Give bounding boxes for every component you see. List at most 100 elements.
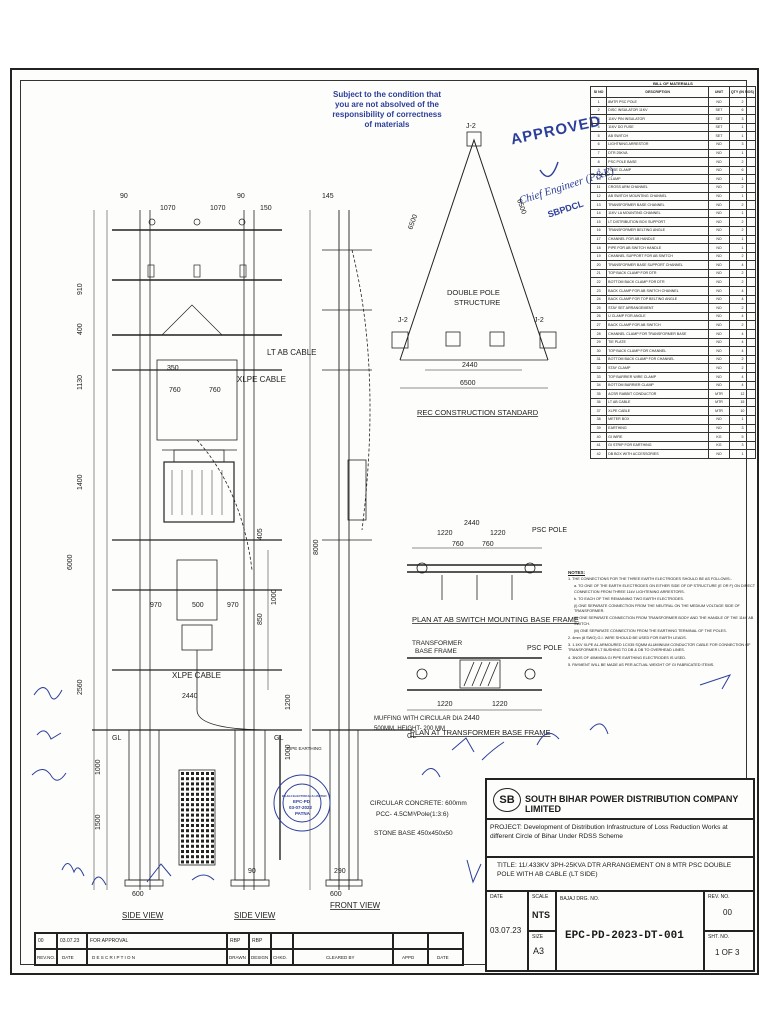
dim-600-a: 600 xyxy=(132,891,144,898)
sheet-no-label: SHT. NO. xyxy=(708,934,730,940)
mesh-cell xyxy=(196,829,199,833)
mesh-cell xyxy=(196,792,199,796)
mesh-cell xyxy=(201,792,204,796)
mesh-cell xyxy=(181,829,184,833)
mesh-cell xyxy=(186,834,189,838)
mesh-cell xyxy=(186,824,189,827)
mesh-cell xyxy=(186,777,189,781)
label-structure: STRUCTURE xyxy=(454,298,500,307)
mesh-cell xyxy=(211,777,214,781)
mesh-cell xyxy=(191,818,194,822)
mesh-cell xyxy=(186,813,189,817)
mesh-cell xyxy=(206,834,209,838)
mesh-cell xyxy=(186,860,189,864)
mesh-cell xyxy=(191,792,194,796)
note-item: (iii) ONE SEPARATE CONNECTION FROM THE E… xyxy=(574,628,727,633)
mesh-cell xyxy=(181,772,184,775)
mesh-cell xyxy=(186,808,189,812)
mesh-cell xyxy=(196,803,199,807)
bom-title: BILL OF MATERIALS xyxy=(653,81,693,86)
dim-1000-c: 1000 xyxy=(271,589,278,605)
company-name: SOUTH BIHAR POWER DISTRIBUTION COMPANY L… xyxy=(525,794,739,814)
mesh-cell xyxy=(206,772,209,775)
bom-header-qty: QTY (IN NOS) xyxy=(728,86,757,98)
mesh-cell xyxy=(186,850,189,853)
mesh-cell xyxy=(196,855,199,859)
dim-1000: 1000 xyxy=(95,759,102,775)
mesh-cell xyxy=(211,818,214,822)
label-gl-3: GL xyxy=(407,733,416,740)
mesh-cell xyxy=(191,839,194,843)
label-j2-right: J-2 xyxy=(534,317,544,324)
company-logo: SB xyxy=(493,788,521,812)
dim-6000: 6000 xyxy=(67,554,74,570)
mesh-cell xyxy=(186,782,189,786)
mesh-cell xyxy=(201,839,204,843)
mesh-cell xyxy=(201,808,204,812)
rev-date2-empty xyxy=(428,933,463,949)
mesh-cell xyxy=(211,803,214,807)
dim-910: 910 xyxy=(77,283,84,295)
mesh-cell xyxy=(206,818,209,822)
mesh-cell xyxy=(196,834,199,838)
mesh-cell xyxy=(201,803,204,807)
dim-1070-a: 1070 xyxy=(160,205,176,212)
mesh-cell xyxy=(191,813,194,817)
bom-header-row: SI NO DESCRIPTION UNIT QTY (IN NOS) xyxy=(589,86,757,98)
mesh-cell xyxy=(181,860,184,864)
engineering-drawing: 90 90 1070 1070 150 145 350 760 760 970 … xyxy=(31,123,732,920)
mesh-cell xyxy=(181,844,184,848)
rev-header-cleared: CLEARED BY xyxy=(293,949,393,965)
mesh-cell xyxy=(196,860,199,864)
label-double-pole: DOUBLE POLE xyxy=(447,288,500,297)
seal-line-1: BAJAJ ELECTRICALS LIMITED xyxy=(282,794,327,798)
mesh-cell xyxy=(201,829,204,833)
scale-label: SCALE xyxy=(532,894,549,900)
dim-1200: 1200 xyxy=(285,694,292,710)
mesh-cell xyxy=(206,787,209,791)
dim-1130: 1130 xyxy=(77,375,84,390)
note-item: (i) ONE SEPARATE CONNECTION FROM THE NEU… xyxy=(574,604,740,614)
note-item: (ii) ONE SEPARATE CONNECTION FROM TRANSF… xyxy=(574,616,754,626)
project-description: PROJECT: Development of Distribution Inf… xyxy=(486,819,754,857)
rev-chkd-empty xyxy=(271,933,293,949)
dim-760-b: 760 xyxy=(209,387,221,394)
mesh-cell xyxy=(206,792,209,796)
dim-1220-tf-a: 1220 xyxy=(437,701,453,708)
mesh-cell xyxy=(191,803,194,807)
label-front-view: FRONT VIEW xyxy=(330,901,381,910)
dim-6500-bottom: 6500 xyxy=(460,380,476,387)
mesh-cell xyxy=(211,844,214,848)
seal-line-4: PATNA xyxy=(295,811,311,816)
mesh-cell xyxy=(186,772,189,775)
approval-stamp-note: Subject to the condition that you are no… xyxy=(332,90,442,130)
scale-value: NTS xyxy=(532,910,550,920)
mesh-cell xyxy=(201,855,204,859)
drawing-number: EPC-PD-2023-DT-001 xyxy=(565,930,684,942)
dim-6500-right: 6500 xyxy=(515,198,527,215)
notes-title: NOTES: xyxy=(568,570,586,575)
company-row: SB SOUTH BIHAR POWER DISTRIBUTION COMPAN… xyxy=(486,779,754,819)
mesh-cell xyxy=(196,787,199,791)
mesh-cell xyxy=(211,855,214,859)
mesh-cell xyxy=(196,808,199,812)
rev-no-cell: REV. NO. 00 xyxy=(704,891,754,931)
dim-1000-b: 1000 xyxy=(285,744,292,760)
dim-760-ab-a: 760 xyxy=(452,541,464,548)
label-plan-transformer: PLAN AT TRANSFORMER BASE FRAME xyxy=(410,728,550,737)
bom-description: DB BOX WITH ACCESSORIES xyxy=(606,449,710,459)
mesh-cell xyxy=(191,787,194,791)
seal-line-2: EPC-PD xyxy=(293,799,311,804)
label-plan-ab-switch: PLAN AT AB SWITCH MOUNTING BASE FRAME xyxy=(412,615,579,624)
dim-8000: 8000 xyxy=(313,539,320,555)
mesh-cell xyxy=(196,813,199,817)
seal-line-3: 03-07-2022 xyxy=(289,805,313,810)
mesh-cell xyxy=(206,844,209,848)
mesh-cell xyxy=(191,798,194,801)
label-muffing-2: 500MM, HEIGHT- 200 MM xyxy=(374,726,445,732)
approved-check xyxy=(539,161,559,178)
note-item: 5. PAYMENT WILL BE MADE AS PER ACTUAL WE… xyxy=(568,662,715,667)
mesh-cell xyxy=(206,803,209,807)
note-item: 3. 1.1KV XLPE AL ARMOURED 1CX35 SQMM ALU… xyxy=(568,643,751,653)
